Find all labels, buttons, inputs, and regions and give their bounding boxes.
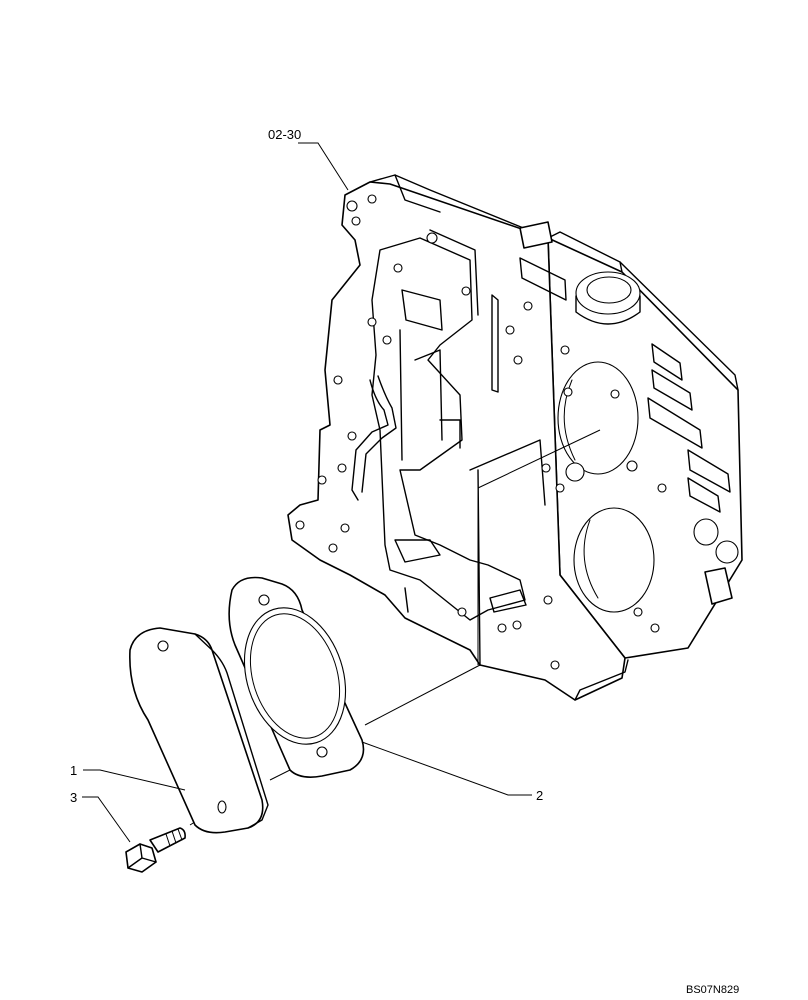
callout-assembly-ref: 02-30 bbox=[268, 127, 301, 142]
drawing-code: BS07N829 bbox=[686, 984, 739, 996]
callout-item-1: 1 bbox=[70, 763, 77, 778]
callout-item-3: 3 bbox=[70, 790, 77, 805]
callout-item-2: 2 bbox=[536, 788, 543, 803]
gear-cover-housing bbox=[287, 174, 743, 701]
hex-bolt-part bbox=[125, 827, 186, 873]
gasket-part bbox=[228, 576, 365, 778]
cover-plate-part bbox=[129, 627, 269, 834]
callout-leaders bbox=[82, 142, 532, 843]
